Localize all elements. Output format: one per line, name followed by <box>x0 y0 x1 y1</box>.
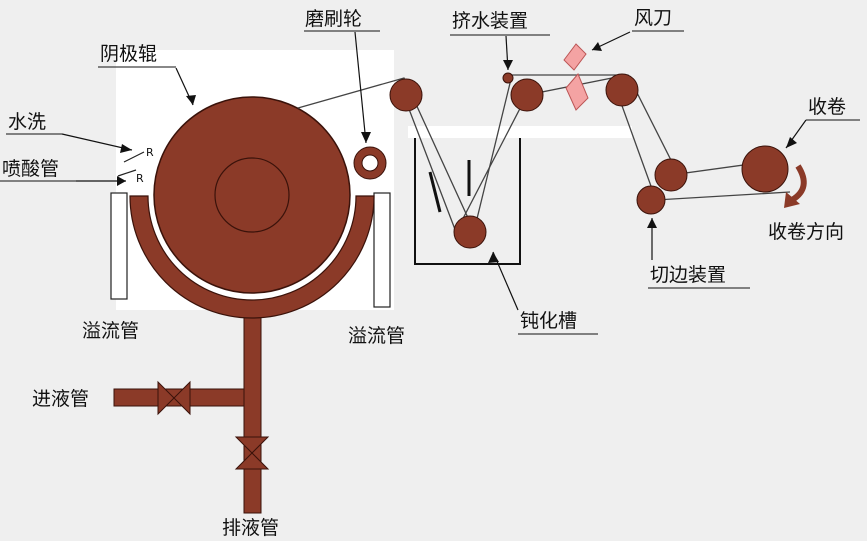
guide-roller-3 <box>654 158 688 192</box>
water-wash-nozzle: R <box>123 146 154 163</box>
tank-roller <box>453 215 487 249</box>
drain-pipe-shape <box>243 312 262 514</box>
take-up-direction-arrowhead <box>784 192 800 208</box>
tank-cover-bar <box>408 126 632 138</box>
acid-spray-nozzle: R <box>117 169 144 185</box>
svg-text:R: R <box>146 146 154 159</box>
electrolytic-bath <box>129 195 375 319</box>
take-up-direction-arrow <box>790 164 807 203</box>
label-drain-pipe: 排液管 <box>222 517 279 539</box>
tank-baffle-1 <box>428 171 442 213</box>
overflow-pipe-left-shape <box>110 192 128 300</box>
drain-valve <box>234 436 270 470</box>
label-edge-trimmer: 切边装置 <box>650 264 726 286</box>
cathode-roll-core <box>214 157 290 233</box>
label-take-up-direction: 收卷方向 <box>768 221 844 243</box>
guide-roller-1 <box>389 78 423 112</box>
leader-water-wash <box>61 133 133 151</box>
label-acid-spray-pipe: 喷酸管 <box>2 158 59 180</box>
label-overflow-pipe-right: 溢流管 <box>348 325 405 347</box>
label-air-knife: 风刀 <box>634 7 672 29</box>
label-brush-wheel: 磨刷轮 <box>305 8 362 30</box>
squeeze-roller-small <box>502 72 514 84</box>
air-knife <box>563 43 589 111</box>
label-squeeze-device: 挤水装置 <box>452 10 528 32</box>
label-passivation-tank: 钝化槽 <box>520 310 577 332</box>
label-take-up: 收卷 <box>808 96 846 118</box>
overflow-pipe-right-shape <box>373 192 391 308</box>
passivation-tank-shape <box>414 138 521 265</box>
label-inlet-pipe: 进液管 <box>32 388 89 410</box>
label-water-wash: 水洗 <box>8 111 46 133</box>
foil-strip-return <box>403 77 791 234</box>
leader-brush-wheel <box>354 31 367 144</box>
brush-wheel-hole <box>361 154 379 172</box>
edge-trim-roller <box>636 185 666 215</box>
guide-roller-2 <box>605 73 639 107</box>
svg-text:R: R <box>136 172 144 185</box>
inlet-valve <box>157 380 191 416</box>
label-overflow-pipe-left: 溢流管 <box>82 320 139 342</box>
take-up-roll <box>741 145 789 193</box>
squeeze-roller <box>510 78 544 112</box>
label-cathode-roll: 阴极辊 <box>100 43 157 65</box>
